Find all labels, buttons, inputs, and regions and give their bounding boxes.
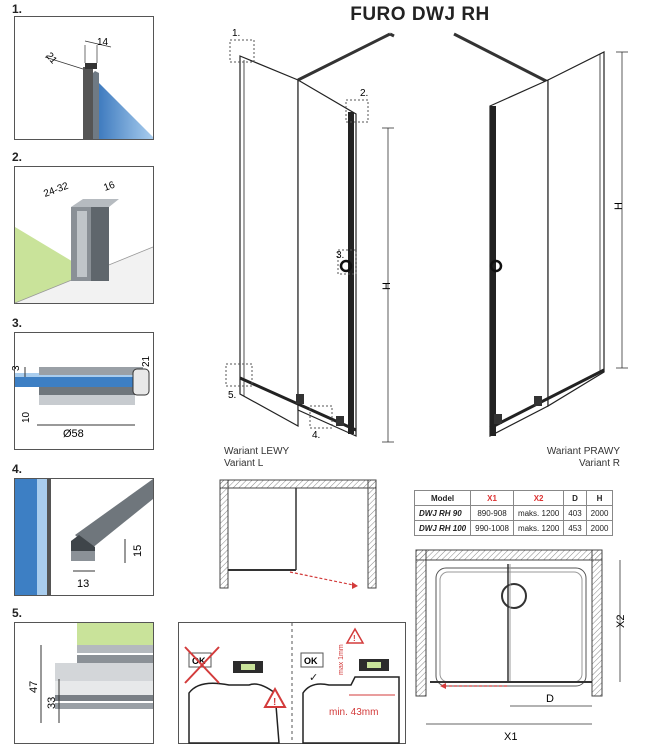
- step-2-detail: 24-32 16: [14, 166, 154, 304]
- spec-table-wrapper: Model X1 X2 D H DWJ RH 90 890-908 maks. …: [413, 490, 614, 536]
- col-d: D: [563, 490, 587, 506]
- level-check-illustration: OK ! OK ✓ max 1mm ! min. 43mm: [184, 623, 400, 744]
- glass-panel-shape: [91, 75, 153, 139]
- step-5-dim-a: 47: [28, 681, 40, 693]
- step-1-detail: 21 14: [14, 16, 154, 140]
- step-1-dim-a: 21: [43, 51, 59, 67]
- variant-right-pl: Wariant PRAWY: [546, 446, 620, 457]
- left-variant-drawing: 1. 2. 3. 5. 4. H: [225, 28, 395, 443]
- variant-right-en: Variant R: [579, 458, 620, 469]
- svg-text:!: !: [353, 634, 356, 643]
- step-3-dim-d: Ø58: [63, 428, 84, 440]
- svg-text:!: !: [273, 697, 276, 708]
- table-row: DWJ RH 90 890-908 maks. 1200 403 2000: [413, 505, 614, 521]
- dim-x2: X2: [615, 615, 627, 628]
- right-variant-drawing: H: [453, 32, 628, 437]
- dim-h-left: H: [381, 282, 393, 290]
- step-4-dim-a: 15: [132, 545, 144, 557]
- left-variant-plan: [219, 479, 377, 589]
- enclosure-drawings: 1. 2. 3. 5. 4. H H: [225, 28, 628, 443]
- step-2-illustration: 24-32 16: [14, 180, 154, 304]
- callout-1: 1.: [232, 28, 240, 39]
- step-4-number: 4.: [12, 462, 23, 476]
- right-variant-plan: X2 D X1: [415, 549, 627, 743]
- col-h: H: [585, 490, 614, 506]
- step-3-detail: 3 21 10 Ø58: [11, 332, 154, 450]
- step-4-detail: 15 13: [14, 478, 154, 596]
- step-2-dim-b: 16: [102, 180, 117, 194]
- step-3-dim-a: 3: [11, 365, 22, 371]
- step-3-dim-c: 10: [21, 411, 32, 423]
- col-model: Model: [413, 490, 472, 506]
- ok-label-2: OK: [304, 656, 318, 666]
- level-top-dim: max 1mm: [338, 644, 345, 675]
- dim-h-right: H: [613, 202, 625, 210]
- callout-3: 3.: [336, 250, 344, 261]
- step-4-dim-b: 13: [77, 578, 89, 590]
- variant-left-en: Variant L: [224, 458, 264, 469]
- callout-4: 4.: [312, 430, 320, 441]
- spec-table: Model X1 X2 D H DWJ RH 90 890-908 maks. …: [413, 490, 614, 536]
- step-5-dim-b: 33: [46, 697, 58, 709]
- dim-x1: X1: [504, 731, 517, 743]
- level-check-panel: OK ! OK ✓ max 1mm ! min. 43mm: [178, 622, 406, 744]
- table-row: DWJ RH 100 990-1008 maks. 1200 453 2000: [413, 520, 614, 536]
- step-3-dim-b: 21: [141, 355, 152, 367]
- callout-5: 5.: [228, 390, 236, 401]
- col-x2: X2: [512, 490, 565, 506]
- variant-left-pl: Wariant LEWY: [224, 446, 290, 457]
- dim-d: D: [546, 693, 554, 705]
- level-bottom-dim: min. 43mm: [329, 707, 378, 718]
- step-4-illustration: 15 13: [15, 479, 153, 595]
- col-x1: X1: [470, 490, 514, 506]
- svg-text:✓: ✓: [309, 672, 318, 684]
- callout-2: 2.: [360, 88, 368, 99]
- step-5-number: 5.: [12, 606, 23, 620]
- step-3-illustration: 3 21 10 Ø58: [11, 355, 152, 440]
- step-1-illustration: 21 14: [43, 37, 153, 139]
- step-2-number: 2.: [12, 150, 23, 164]
- page-title: FURO DWJ RH: [350, 4, 490, 25]
- step-5-detail: 47 33: [14, 622, 154, 744]
- step-3-number: 3.: [12, 316, 23, 330]
- step-5-illustration: 47 33: [28, 623, 153, 723]
- step-1-number: 1.: [12, 2, 23, 16]
- step-2-dim-a: 24-32: [42, 181, 70, 200]
- step-1-dim-b: 14: [97, 37, 109, 48]
